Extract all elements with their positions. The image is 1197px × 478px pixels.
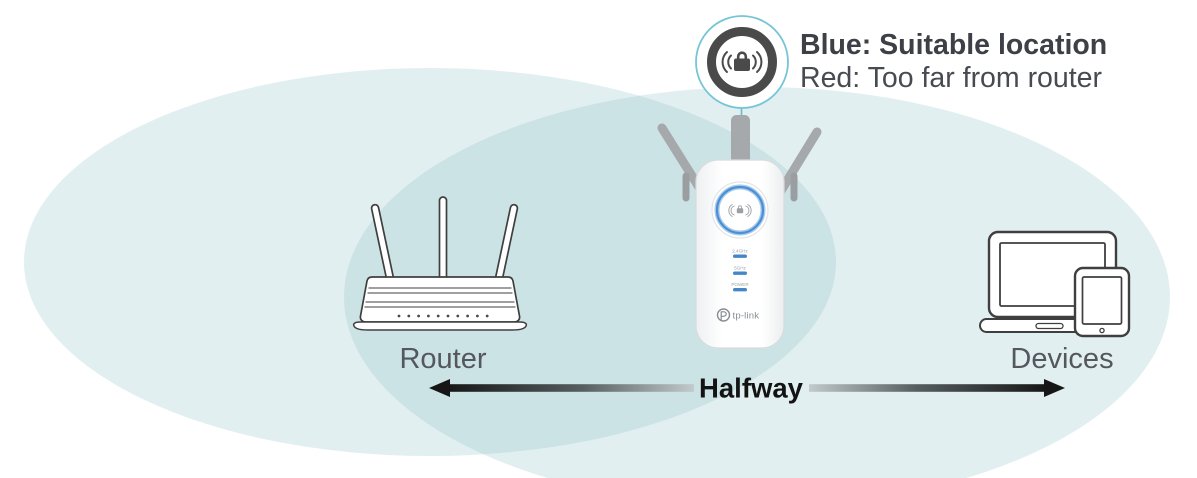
extender-wps-button xyxy=(711,181,769,239)
extender-status-leds: 2.4GHz 5GHz POWER xyxy=(731,248,749,292)
led-label-power: POWER xyxy=(731,282,749,287)
extender-antenna-center xyxy=(731,115,750,171)
devices-illustration xyxy=(979,230,1131,338)
router-antenna-center xyxy=(438,196,448,282)
tablet-home-button xyxy=(1099,327,1105,334)
arrow-head-right xyxy=(1044,379,1065,397)
tp-link-logo-p xyxy=(720,311,727,320)
laptop-slot xyxy=(1035,322,1064,330)
extender-antenna-right xyxy=(774,127,822,199)
legend-line-blue: Blue: Suitable location xyxy=(800,29,1107,61)
extender-illustration: 2.4GHz 5GHz POWER tp-link xyxy=(657,115,822,349)
led-label-2-4ghz: 2.4GHz xyxy=(732,248,748,253)
devices-label: Devices xyxy=(1010,343,1113,375)
arrow-shaft-left xyxy=(446,384,694,392)
arrow-head-left xyxy=(429,379,450,397)
router-base xyxy=(352,321,528,331)
router-led-dots xyxy=(397,314,489,318)
router-label: Router xyxy=(399,343,486,375)
router-body xyxy=(359,276,521,323)
halfway-label: Halfway xyxy=(699,373,804,404)
led-callout xyxy=(695,15,789,109)
led-bar-power xyxy=(733,288,747,292)
led-label-5ghz: 5GHz xyxy=(734,265,746,270)
extender-logo: tp-link xyxy=(716,308,760,322)
router-coverage-ellipse xyxy=(24,68,836,456)
extender-antenna-left xyxy=(657,123,707,197)
tp-link-logo-icon xyxy=(716,308,731,322)
wps-lock-icon xyxy=(728,204,752,217)
led-lock-signal-icon xyxy=(721,51,763,73)
tp-link-logo-text: tp-link xyxy=(733,311,760,322)
arrow-shaft-right xyxy=(809,384,1047,392)
router-stripes xyxy=(364,287,516,308)
tablet-display xyxy=(1081,276,1123,325)
led-bar-5ghz xyxy=(733,271,747,275)
halfway-arrow xyxy=(429,379,1065,397)
router-illustration xyxy=(352,196,528,331)
legend-line-red: Red: Too far from router xyxy=(800,62,1103,94)
led-bar-2-4ghz xyxy=(733,254,747,258)
